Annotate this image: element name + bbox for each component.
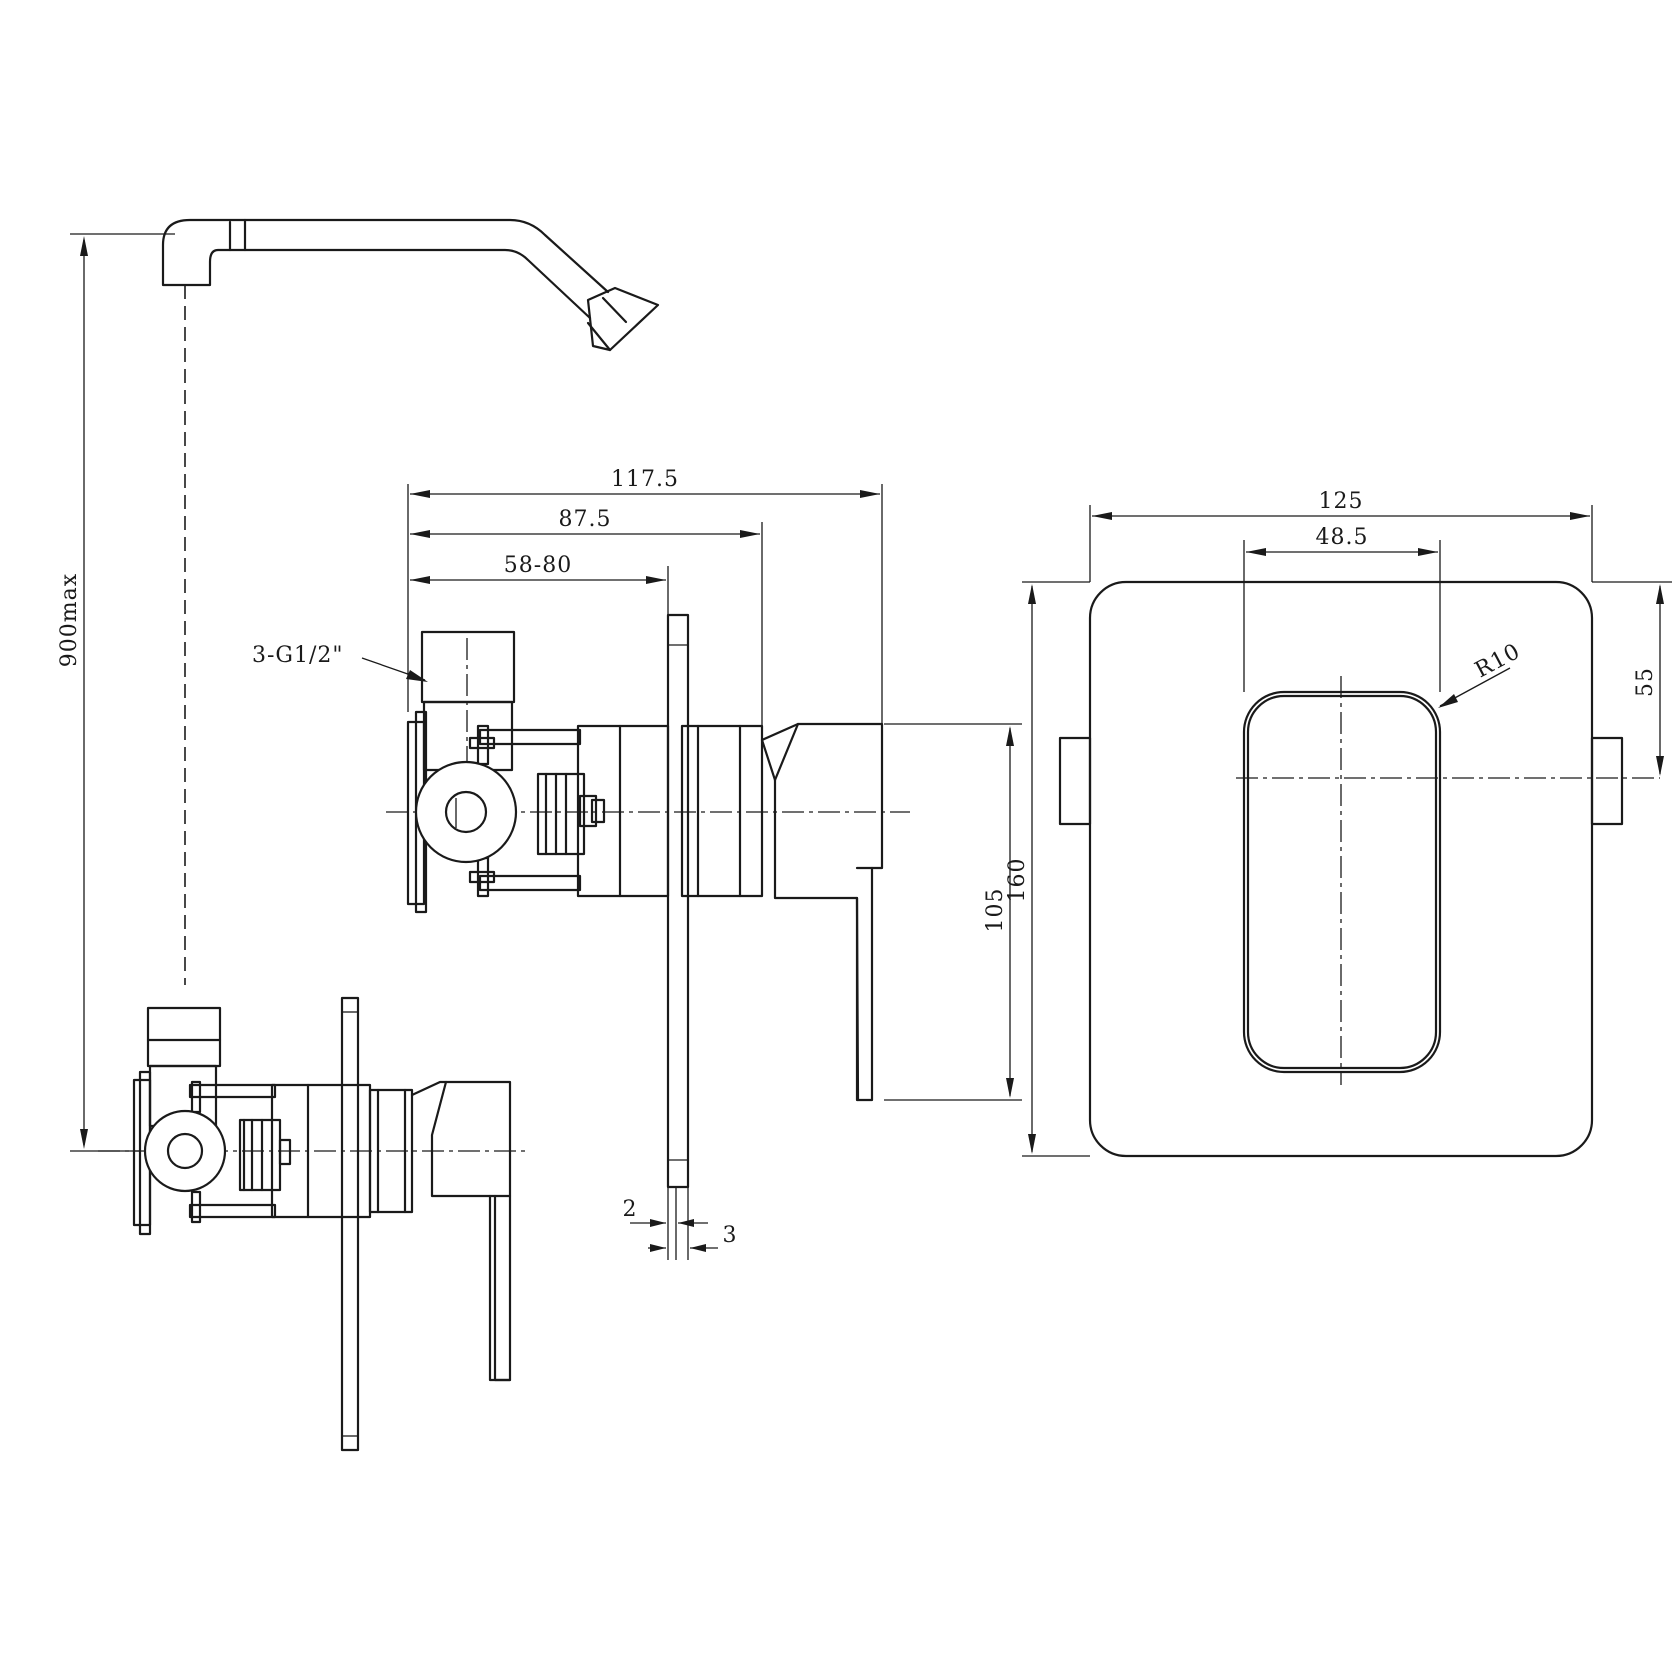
- shower-arm: [161, 218, 660, 985]
- dim-3-label: 3: [723, 1223, 738, 1248]
- callout-connections: 3-G1/2": [252, 643, 428, 682]
- callout-radius: R10: [1438, 639, 1525, 708]
- dimension-125: 125: [1089, 489, 1593, 582]
- dim-2-label: 2: [623, 1197, 638, 1222]
- r10-label: R10: [1471, 639, 1525, 683]
- dimension-105: 105: [884, 723, 1022, 1101]
- dimension-160: 160: [1005, 581, 1090, 1157]
- valve-side-view: [386, 613, 910, 1189]
- connections-label: 3-G1/2": [252, 643, 344, 668]
- dim-105-label: 105: [983, 888, 1008, 933]
- dimension-900max: 900max: [57, 233, 175, 1152]
- dim-87-5-label: 87.5: [559, 507, 612, 532]
- valve-front-view: [1058, 580, 1660, 1158]
- dimension-117-5: 117.5: [407, 467, 883, 724]
- dim-125-label: 125: [1319, 489, 1364, 514]
- dim-58-80-label: 58-80: [504, 553, 572, 578]
- dim-117-5-label: 117.5: [611, 467, 679, 492]
- dim-900max-label: 900max: [57, 573, 82, 667]
- dimension-55: 55: [1592, 581, 1672, 776]
- dim-55-label: 55: [1633, 667, 1658, 697]
- dimension-58-80: 58-80: [410, 553, 669, 615]
- dimension-48-5: 48.5: [1243, 525, 1441, 692]
- valve-assembly-small: [98, 996, 530, 1452]
- dim-160-label: 160: [1005, 858, 1030, 903]
- dimension-plate-thickness: 2 3: [623, 1187, 738, 1260]
- dimension-87-5: 87.5: [410, 507, 763, 726]
- dim-48-5-label: 48.5: [1316, 525, 1369, 550]
